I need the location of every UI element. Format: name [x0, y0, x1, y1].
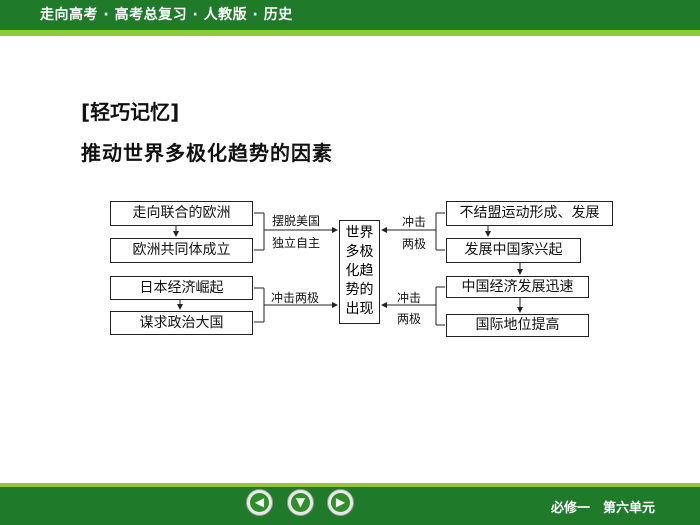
- next-page-button[interactable]: ▶: [327, 489, 354, 516]
- box-european-community: 欧洲共同体成立: [110, 238, 253, 263]
- label-left-impact: 冲击两极: [271, 291, 320, 305]
- header-accent-line: [0, 30, 700, 36]
- arrow-left-icon: ◀: [250, 493, 269, 512]
- footer-accent-line: [0, 483, 700, 487]
- box-european-union: 走向联合的欧洲: [110, 201, 253, 226]
- center-line-4: 势的: [345, 282, 374, 298]
- box-multipolar-trend: 世界 多极 化趋 势的 出现: [339, 220, 380, 324]
- center-line-1: 世界: [345, 225, 374, 241]
- box-international-status: 国际地位提高: [446, 314, 589, 337]
- label-independent: 独立自主: [272, 236, 321, 250]
- menu-down-button[interactable]: ▼: [287, 489, 314, 516]
- label-right-top-impact: 冲击: [402, 215, 427, 229]
- section-subheading: 推动世界多极化趋势的因素: [81, 141, 333, 165]
- box-japan-politics: 谋求政治大国: [110, 311, 253, 335]
- arrow-down-icon: ▼: [291, 493, 310, 512]
- section-heading: [轻巧记忆]: [81, 100, 180, 124]
- label-right-bottom-impact: 冲击: [397, 291, 422, 305]
- center-line-2: 多极: [345, 244, 374, 260]
- box-non-aligned-movement: 不结盟运动形成、发展: [446, 201, 613, 226]
- prev-page-button[interactable]: ◀: [246, 489, 273, 516]
- center-line-3: 化趋: [345, 263, 374, 279]
- box-japan-economy: 日本经济崛起: [110, 276, 253, 300]
- center-line-5: 出现: [345, 301, 374, 317]
- box-china-economy: 中国经济发展迅速: [446, 276, 589, 298]
- box-developing-countries: 发展中国家兴起: [446, 238, 581, 263]
- header-title: 走向高考 · 高考总复习 · 人教版 · 历史: [40, 7, 293, 23]
- label-right-bottom-bipolar: 两极: [397, 312, 422, 326]
- footer-unit-label: 必修一 第六单元: [551, 501, 656, 516]
- arrow-right-icon: ▶: [331, 493, 350, 512]
- header-bar: 走向高考 · 高考总复习 · 人教版 · 历史: [0, 0, 700, 30]
- label-break-from-us: 摆脱美国: [272, 214, 321, 228]
- label-right-top-bipolar: 两极: [402, 237, 427, 251]
